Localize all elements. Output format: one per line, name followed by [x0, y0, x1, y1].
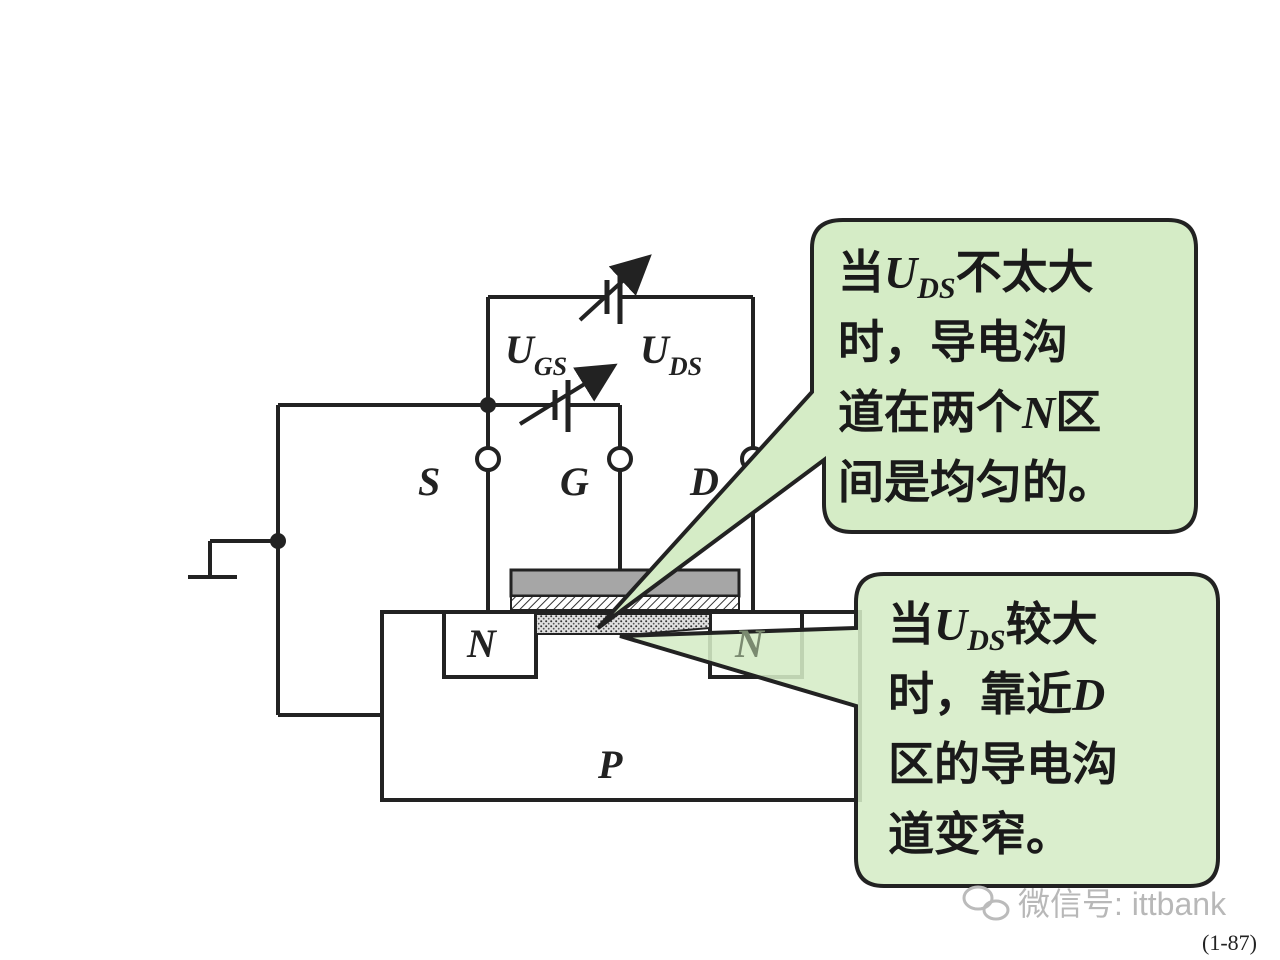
- n-region-source: [442, 610, 538, 679]
- node-dot: [480, 397, 496, 413]
- wechat-icon: [962, 885, 1010, 921]
- svg-text:时，靠近D: 时，靠近D: [888, 667, 1105, 721]
- conductive-channel: [535, 613, 711, 635]
- page-number: (1-87): [1202, 930, 1257, 955]
- callout-bottom-line3: 区的导电沟: [888, 737, 1118, 791]
- n-source-label: N: [466, 621, 498, 666]
- gate-terminal: [607, 446, 633, 472]
- ugs-label: UGS: [505, 327, 567, 381]
- ground-node-dot: [270, 533, 286, 549]
- ugs-battery: [518, 363, 618, 432]
- source-terminal: [475, 446, 501, 472]
- callout-bottom-line4: 道变窄。: [888, 807, 1072, 861]
- callout-top-line4: 间是均匀的。: [838, 455, 1114, 509]
- svg-text:当UDS较大: 当UDS较大: [888, 597, 1098, 657]
- substrate-label: P: [597, 742, 623, 787]
- drain-label: D: [689, 459, 719, 504]
- callout-bottom: N 当UDS较大 时，靠近D 区的导电沟 道变窄。: [619, 572, 1220, 888]
- gate-metal: [509, 568, 741, 598]
- n-drain-label: N: [734, 621, 766, 666]
- callout-top-line2: 时，导电沟: [838, 315, 1068, 369]
- uds-battery: [578, 254, 652, 324]
- callout-top: 当UDS不太大 时，导电沟 道在两个N区 间是均匀的。: [596, 218, 1198, 630]
- svg-text:道在两个N区: 道在两个N区: [838, 385, 1101, 439]
- watermark-text: 微信号: ittbank: [1018, 886, 1227, 922]
- circuit-wiring: [188, 295, 755, 717]
- svg-text:当UDS不太大: 当UDS不太大: [838, 245, 1094, 305]
- uds-label: UDS: [640, 327, 702, 381]
- source-label: S: [418, 459, 440, 504]
- gate-label: G: [560, 459, 589, 504]
